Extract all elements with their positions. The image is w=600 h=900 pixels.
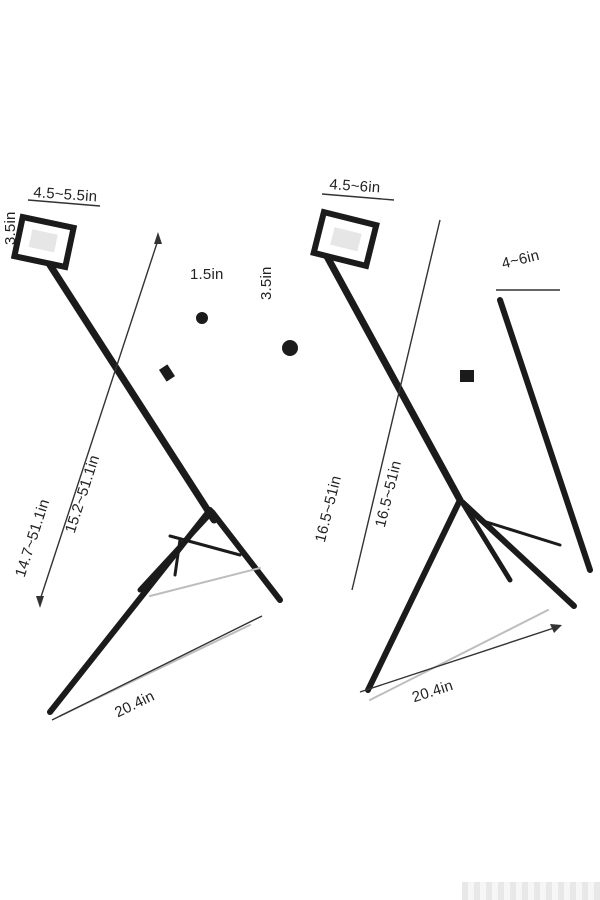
left-leg-right <box>209 509 283 603</box>
right-leg-outline <box>369 609 549 701</box>
right-pole-joint <box>460 370 474 382</box>
left-top-height-label: 3.5in <box>2 211 19 245</box>
right-leg-right <box>459 499 577 609</box>
left-pole-joint <box>158 364 176 382</box>
right-pole <box>314 236 464 504</box>
right-height-dim-line <box>351 219 441 591</box>
left-leg-outline-1 <box>149 567 261 597</box>
left-width-dim-line <box>27 199 101 207</box>
left-leg-brace-1 <box>168 534 242 557</box>
left-knob <box>196 312 208 324</box>
left-leg-brace-2 <box>173 538 182 577</box>
left-arrow-top <box>154 232 162 244</box>
left-leg-back <box>137 509 215 593</box>
left-base-dim-line <box>51 615 263 721</box>
bottom-edge-strip <box>462 882 600 900</box>
right-top-width-label: 4.5~6in <box>328 176 381 197</box>
left-clamp-label: 1.5in <box>190 266 224 283</box>
right-knob <box>282 340 298 356</box>
right-tripod-stand <box>282 236 593 701</box>
right-top-dim-line <box>321 193 395 201</box>
left-bracket <box>10 213 78 271</box>
right-leg-back <box>459 499 513 583</box>
right-leg-front <box>365 497 463 693</box>
left-tripod-stand <box>44 258 283 717</box>
left-pole <box>44 258 218 524</box>
right-arrow-end <box>550 624 562 633</box>
right-top-height-label: 3.5in <box>258 266 275 300</box>
left-height-dim-line <box>39 239 159 601</box>
right-dimensions <box>321 193 562 693</box>
right-brace-1 <box>478 518 562 547</box>
left-dimensions <box>27 199 263 721</box>
right-bracket-inner <box>330 227 362 252</box>
right-bracket <box>310 208 380 270</box>
right-secondary-pole <box>497 297 593 573</box>
right-base-dim-line <box>359 625 561 693</box>
left-bracket-inner <box>28 229 58 253</box>
left-arrow-bottom <box>36 596 44 608</box>
